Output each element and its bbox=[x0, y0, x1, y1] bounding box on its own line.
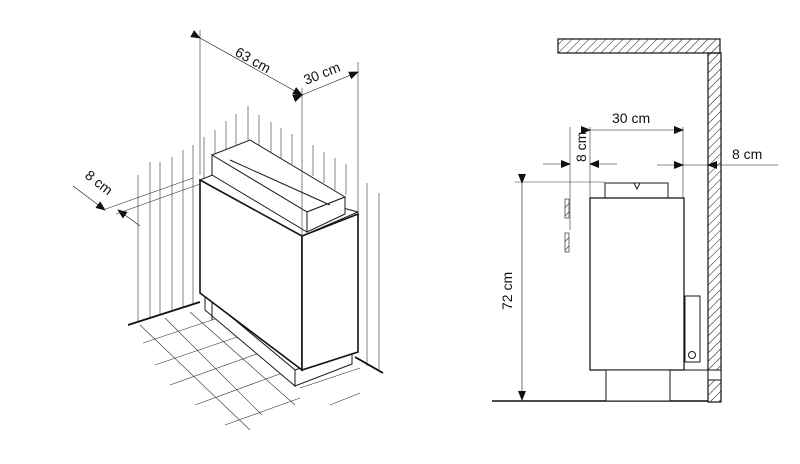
dimension-lines bbox=[72, 30, 359, 236]
wall-clearance-label: 8 cm bbox=[732, 146, 762, 162]
front-clearance-label: 8 cm bbox=[573, 132, 589, 162]
floor-tiles bbox=[139, 311, 361, 431]
side-view: 30 cm 8 cm 8 cm 72 cm bbox=[492, 38, 778, 403]
air-vents bbox=[564, 198, 570, 253]
perspective-view: 63 cm 30 cm 8 cm bbox=[72, 30, 384, 431]
depth-dimension-label: 30 cm bbox=[301, 59, 342, 88]
side-depth-label: 30 cm bbox=[612, 110, 650, 126]
wall-slats bbox=[137, 106, 380, 371]
width-dimension-label: 63 cm bbox=[233, 44, 274, 76]
heater-body bbox=[198, 173, 360, 372]
stone-container bbox=[210, 139, 347, 233]
ceiling bbox=[557, 38, 721, 54]
side-clearance-label: 8 cm bbox=[82, 167, 116, 198]
floor-wall-edge bbox=[127, 301, 384, 374]
side-dimension-lines bbox=[515, 126, 778, 401]
height-label: 72 cm bbox=[499, 272, 515, 310]
wall bbox=[707, 52, 722, 403]
heater-side bbox=[589, 182, 708, 402]
